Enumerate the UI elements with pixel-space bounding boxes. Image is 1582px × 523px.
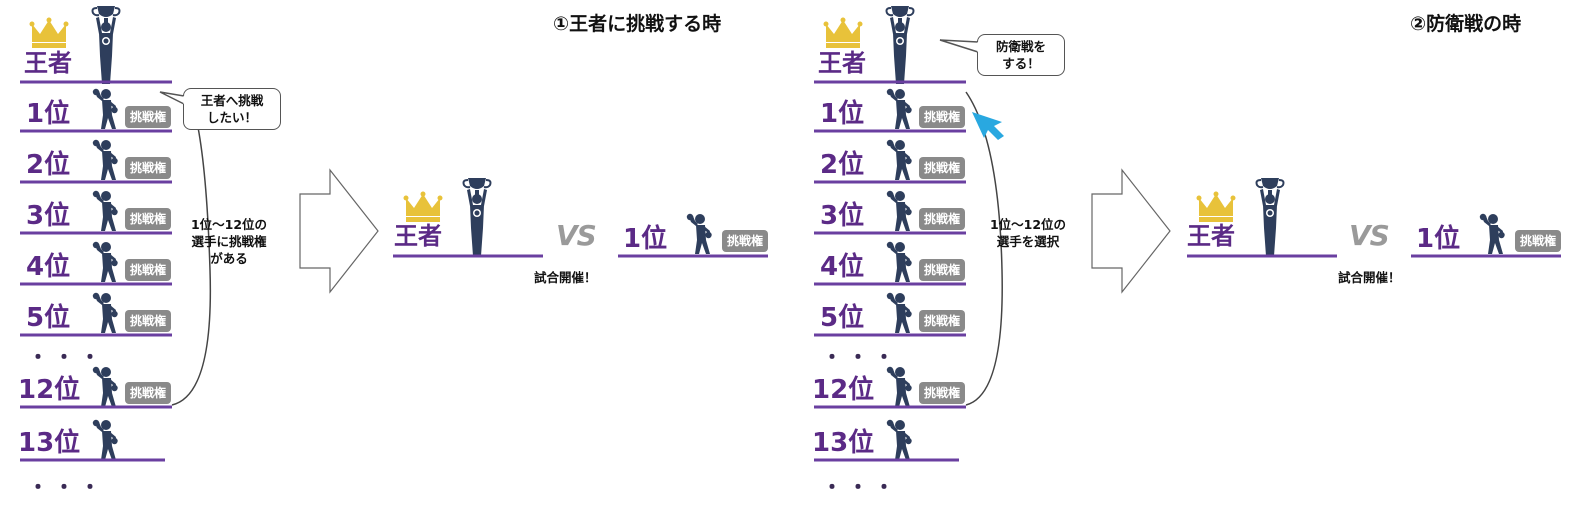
panel1-match <box>393 177 768 258</box>
rank-label: 3位 <box>26 201 71 231</box>
rank-label: 4位 <box>820 252 865 282</box>
challenge-badge: 挑戦権 <box>125 310 172 332</box>
speech-bubble: 防衛戦を する！ <box>977 34 1065 76</box>
panel2-ladder <box>814 5 1004 462</box>
eligibility-note: 1位～12位の 選手に挑戦権 がある <box>190 217 268 266</box>
challenge-badge: 挑戦権 <box>919 157 966 179</box>
challenge-badge: 挑戦権 <box>919 208 966 230</box>
match-king-label: 王者 <box>394 222 442 250</box>
panel2-title: ②防衛戦の時 <box>1410 13 1522 35</box>
selection-note: 1位～12位の 選手を選択 <box>989 217 1067 249</box>
cursor-arrow-icon <box>972 112 1004 140</box>
rank-label: 12位 <box>18 375 81 405</box>
rank-label: 13位 <box>812 428 875 458</box>
rank-label: 13位 <box>18 428 81 458</box>
match-rank-label: 1位 <box>1416 224 1461 254</box>
ellipsis: ・・・ <box>28 475 106 499</box>
big-arrow-icon <box>299 168 379 294</box>
challenge-badge: 挑戦権 <box>125 157 172 179</box>
match-text: 試合開催！ <box>1338 270 1401 285</box>
ellipsis: ・・・ <box>822 475 900 499</box>
match-text: 試合開催！ <box>534 270 597 285</box>
challenge-badge: 挑戦権 <box>722 230 769 252</box>
challenge-badge: 挑戦権 <box>125 106 172 128</box>
vs-label: VS <box>1349 219 1390 252</box>
speech-bubble: 王者へ挑戦 したい！ <box>183 88 281 130</box>
challenge-badge: 挑戦権 <box>125 259 172 281</box>
king-label: 王者 <box>818 49 866 77</box>
rank-label: 3位 <box>820 201 865 231</box>
panel1-title: ①王者に挑戦する時 <box>553 13 722 35</box>
panel2-match <box>1187 177 1561 258</box>
challenge-badge: 挑戦権 <box>919 106 966 128</box>
challenge-badge: 挑戦権 <box>1515 230 1562 252</box>
challenge-badge: 挑戦権 <box>919 259 966 281</box>
ellipsis: ・・・ <box>822 345 900 369</box>
match-king-label: 王者 <box>1187 222 1235 250</box>
rank-label: 5位 <box>26 303 71 333</box>
rank-label: 1位 <box>820 99 865 129</box>
rank-label: 12位 <box>812 375 875 405</box>
rank-label: 1位 <box>26 99 71 129</box>
challenge-badge: 挑戦権 <box>125 382 172 404</box>
challenge-badge: 挑戦権 <box>125 208 172 230</box>
rank-label: 4位 <box>26 252 71 282</box>
challenge-badge: 挑戦権 <box>919 310 966 332</box>
ellipsis: ・・・ <box>28 345 106 369</box>
match-rank-label: 1位 <box>623 224 668 254</box>
rank-label: 2位 <box>820 150 865 180</box>
rank-label: 2位 <box>26 150 71 180</box>
king-label: 王者 <box>24 49 72 77</box>
challenge-badge: 挑戦権 <box>919 382 966 404</box>
vs-label: VS <box>556 219 597 252</box>
big-arrow-icon <box>1091 168 1171 294</box>
rank-label: 5位 <box>820 303 865 333</box>
